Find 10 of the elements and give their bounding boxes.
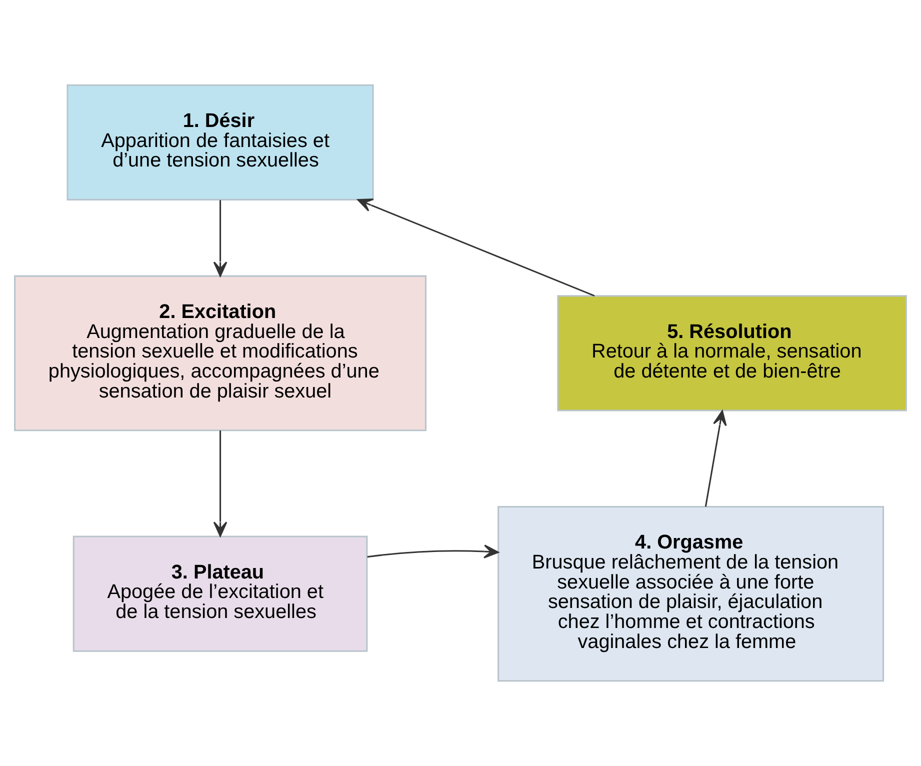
arrow: [213, 200, 228, 277]
node-box: 3. Plateau Apogée de l’excitation et de la tension sexuelles: [72, 536, 368, 652]
node-box: 4. Orgasme Brusque relâchement de la tension sexuelle associée à une forte sensation de plaisir, éjaculation chez l’homme et contractions vaginales chez la femme: [498, 506, 884, 682]
node-box: 2. Excitation Augmentation graduelle de la tension sexuelle et modifications physiologiques, accompagnées d’une sensation de plaisir sexuel: [14, 275, 426, 432]
arrow: [367, 544, 499, 558]
node-box: 5. Résolution Retour à la normale, sensation de détente et de bien-être: [557, 295, 907, 412]
node-box: 1. Désir Apparition de fantaisies et d’une tension sexuelles: [66, 84, 374, 200]
arrow: [213, 430, 228, 537]
arrow: [704, 410, 727, 507]
arrow: [357, 198, 595, 297]
